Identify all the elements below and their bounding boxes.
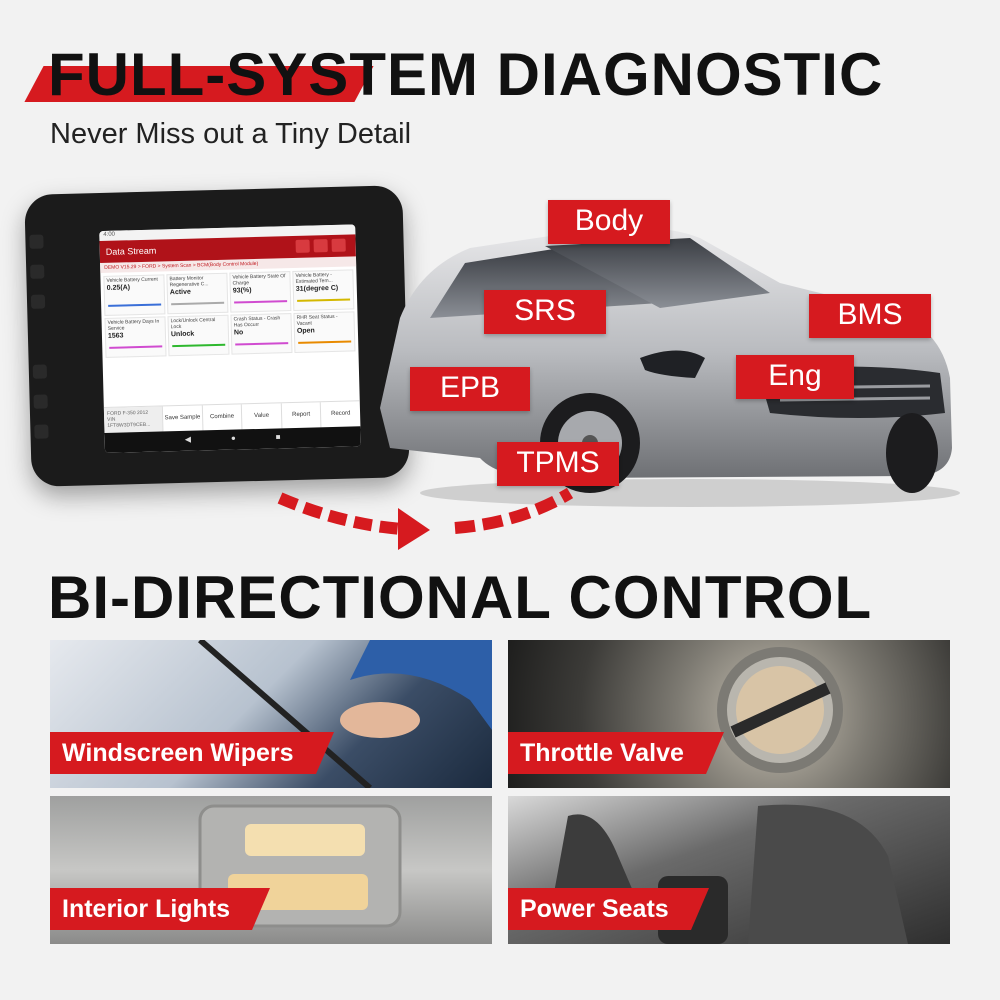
data-stream-label: Vehicle Battery State Of Charge: [232, 273, 286, 287]
app-title: Data Stream: [105, 245, 157, 257]
page-subtitle: Never Miss out a Tiny Detail: [50, 118, 412, 150]
data-stream-graph-line: [108, 303, 162, 307]
tablet-screen: 4:00 Data Stream DEMO V15.29 > FORD > Sy…: [99, 224, 361, 453]
data-stream-label: Crash Status - Crash Has Occurr: [233, 315, 281, 329]
recent-apps-icon[interactable]: ■: [275, 432, 281, 442]
bumper-ridge: [34, 424, 49, 439]
data-stream-value: No: [233, 329, 244, 337]
diagnostic-tablet: 4:00 Data Stream DEMO V15.29 > FORD > Sy…: [24, 185, 410, 487]
data-stream-value: 1563: [107, 332, 124, 340]
panel-label: Power Seats: [508, 888, 709, 930]
data-stream-label: Lock/Unlock Central Lock: [170, 317, 216, 331]
data-stream-value: Open: [296, 327, 315, 335]
system-label-srs: SRS: [484, 290, 606, 334]
save-sample-button[interactable]: Save Sample: [161, 405, 203, 432]
data-stream-value: 93(%): [232, 287, 252, 295]
data-stream-graph-line: [235, 342, 289, 346]
bumper-ridge: [30, 294, 46, 309]
bumper-ridge: [29, 234, 44, 249]
wiper-photo: [198, 640, 492, 788]
data-stream-label: Vehicle Battery - Estimated Tem...: [295, 271, 333, 285]
bumper-ridge: [30, 264, 45, 279]
combine-button[interactable]: Combine: [201, 404, 242, 431]
data-stream-graph-line: [109, 345, 163, 349]
home-nav-icon[interactable]: ●: [230, 433, 236, 443]
data-stream-value: Active: [169, 288, 191, 297]
panel-power-seats: Power Seats: [508, 796, 950, 944]
bumper-ridge: [33, 394, 48, 409]
panel-windscreen-wipers: Windscreen Wipers: [50, 640, 492, 788]
home-icon[interactable]: [295, 239, 310, 253]
data-stream-value: 31(degree C): [295, 284, 339, 293]
value-button[interactable]: Value: [240, 403, 282, 430]
panel-throttle-valve: Throttle Valve: [508, 640, 950, 788]
status-time: 4:00: [103, 231, 116, 238]
data-stream-graph-line: [297, 298, 351, 302]
data-stream-label: Vehicle Battery Days In Service: [107, 318, 160, 332]
record-button[interactable]: Record: [320, 401, 361, 428]
data-stream-label: Battery Monitor Regenerative C...: [169, 275, 209, 289]
system-label-tpms: TPMS: [497, 442, 619, 486]
panel-interior-lights: Interior Lights: [50, 796, 492, 944]
system-label-body: Body: [548, 200, 670, 244]
data-stream-graph-line: [171, 301, 225, 306]
system-label-bms: BMS: [809, 294, 931, 338]
panel-label: Windscreen Wipers: [50, 732, 334, 774]
panel-label: Interior Lights: [50, 888, 271, 930]
report-button[interactable]: Report: [280, 402, 321, 429]
print-icon[interactable]: [313, 239, 328, 253]
data-stream-graph-line: [172, 343, 226, 348]
data-stream-graph-line: [234, 300, 288, 304]
section-title-bidirectional: BI-DIRECTIONAL CONTROL: [48, 564, 873, 631]
system-label-epb: EPB: [410, 367, 530, 411]
page-title: FULL-SYSTEM DIAGNOSTIC: [48, 41, 884, 108]
throttle-photo: [717, 647, 843, 773]
panel-label: Throttle Valve: [508, 732, 724, 774]
car-image: [380, 227, 960, 507]
data-stream-graph-line: [298, 340, 352, 344]
connection-arrow-icon: [277, 487, 574, 550]
exit-icon[interactable]: [331, 238, 346, 252]
back-icon[interactable]: ◀: [184, 434, 192, 444]
system-label-eng: Eng: [736, 355, 854, 399]
data-stream-label: RHR Seat Status - Vacant: [296, 313, 338, 327]
data-stream-value: Unlock: [170, 330, 195, 339]
bumper-ridge: [32, 364, 48, 379]
vehicle-info: FORD F-350 2012 VIN 1FT8W3DT9CEB...: [103, 406, 163, 433]
data-stream-cell[interactable]: Vehicle Battery - Estimated Tem...31(deg…: [292, 269, 355, 311]
data-stream-value: 0.25(A): [106, 284, 131, 292]
vehicle-vin: VIN 1FT8W3DT9CEB...: [107, 416, 151, 429]
data-stream-cell[interactable]: Battery Monitor Regenerative C...Active: [166, 272, 229, 315]
